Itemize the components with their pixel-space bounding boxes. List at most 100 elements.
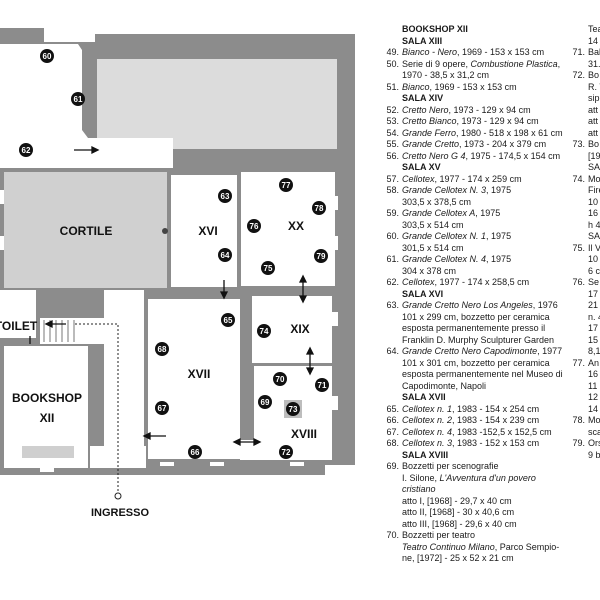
- list-item-text: sca: [588, 426, 600, 437]
- list-item-cropped: R. V: [568, 82, 600, 94]
- list-item-cropped: SA: [568, 162, 600, 174]
- list-item-number: [568, 59, 588, 71]
- marker-61[interactable]: 61: [71, 92, 85, 106]
- svg-text:76: 76: [250, 222, 259, 231]
- list-item-text: 16: [588, 208, 599, 218]
- marker-64[interactable]: 64: [218, 248, 232, 262]
- label-toilet: TOILET: [0, 319, 38, 333]
- list-item-number: [568, 151, 588, 163]
- list-item-text: R. V: [588, 81, 600, 92]
- marker-73[interactable]: 73: [284, 400, 302, 418]
- heading-sala-xiii: SALA XIII: [402, 35, 443, 46]
- list-item-text: SA: [588, 162, 600, 172]
- svg-text:62: 62: [22, 146, 31, 155]
- marker-62[interactable]: 62: [19, 143, 33, 157]
- list-item-number: 75.: [572, 242, 585, 253]
- marker-71[interactable]: 71: [315, 378, 329, 392]
- list-item-number: [568, 300, 588, 312]
- svg-text:63: 63: [221, 192, 230, 201]
- list-item-cropped: 75.Il V: [568, 243, 600, 255]
- marker-66[interactable]: 66: [188, 445, 202, 459]
- list-item-text: 31.: [588, 58, 600, 69]
- windows: [0, 160, 338, 472]
- list-item-cropped: att: [568, 128, 600, 140]
- list-item-number: 73.: [572, 139, 585, 149]
- heading-sala-xviii: SALA XVIII: [402, 449, 449, 460]
- list-item-68: 68.Cellotex n. 3, 1983 - 152 x 153 cm: [386, 438, 540, 448]
- marker-77[interactable]: 77: [279, 178, 293, 192]
- label-xvi: XVI: [198, 224, 217, 238]
- cortile-symbol: [162, 228, 168, 234]
- heading-sala-xvi: SALA XVI: [402, 288, 444, 299]
- marker-63[interactable]: 63: [218, 189, 232, 203]
- list-item-50: 50.Serie di 9 opere, Combustione Plastic…: [386, 58, 561, 81]
- list-item-text: att: [588, 104, 599, 115]
- marker-72[interactable]: 72: [279, 445, 293, 459]
- list-item-number: [568, 162, 588, 174]
- svg-text:68: 68: [158, 345, 167, 354]
- heading-bookshop: BOOKSHOP XII: [402, 24, 468, 34]
- list-item-cropped: 14: [568, 404, 600, 416]
- svg-text:79: 79: [317, 252, 326, 261]
- svg-text:70: 70: [276, 375, 285, 384]
- list-item-text: An: [588, 357, 600, 368]
- list-item-cropped: [19: [568, 151, 600, 163]
- svg-text:60: 60: [43, 52, 52, 61]
- list-item-cropped: SA: [568, 231, 600, 243]
- list-item-cropped: 9 b: [568, 450, 600, 462]
- list-item-54: 54.Grande Ferro, 1980 - 518 x 198 x 61 c…: [386, 127, 563, 138]
- list-item-text: 21: [588, 300, 599, 310]
- list-item-cropped: h 4: [568, 220, 600, 232]
- list-item-cropped: 10: [568, 197, 600, 209]
- list-item-cropped: att: [568, 116, 600, 128]
- list-item-number: [568, 185, 588, 197]
- list-item-cropped: sca: [568, 427, 600, 439]
- list-item-cropped: 16: [568, 208, 600, 220]
- marker-78[interactable]: 78: [312, 201, 326, 215]
- list-item-text: att: [588, 116, 599, 126]
- list-item-65: 65.Cellotex n. 1, 1983 - 154 x 254 cm: [386, 403, 540, 414]
- marker-75[interactable]: 75: [261, 261, 275, 275]
- list-item-55: 55.Grande Cretto, 1973 - 204 x 379 cm: [386, 139, 547, 149]
- list-item-cropped: 17: [568, 289, 600, 301]
- marker-69[interactable]: 69: [258, 395, 272, 409]
- marker-70[interactable]: 70: [273, 372, 287, 386]
- corridor-center: [104, 290, 144, 466]
- svg-text:78: 78: [315, 204, 324, 213]
- list-item-number: 79.: [572, 438, 585, 448]
- artwork-list-column-1: BOOKSHOP XII SALA XIII 49.Bianco - Nero,…: [382, 24, 587, 565]
- list-item-51: 51.Bianco, 1969 - 153 x 153 cm: [386, 81, 517, 92]
- list-item-text: 11: [588, 380, 598, 391]
- marker-79[interactable]: 79: [314, 249, 328, 263]
- list-item-cropped: n. 4: [568, 312, 600, 324]
- marker-68[interactable]: 68: [155, 342, 169, 356]
- list-item-number: [568, 392, 588, 404]
- label-bookshop-number: XII: [40, 411, 55, 425]
- list-item-number: [568, 312, 588, 324]
- list-item-cropped: Tea: [568, 24, 600, 36]
- marker-60[interactable]: 60: [40, 49, 54, 63]
- label-bookshop: BOOKSHOP: [12, 391, 82, 405]
- marker-74[interactable]: 74: [257, 324, 271, 338]
- list-item-cropped: 21: [568, 300, 600, 312]
- entrance-path: [75, 323, 119, 494]
- corridor-top: [0, 160, 173, 168]
- marker-67[interactable]: 67: [155, 401, 169, 415]
- courtyard: [4, 172, 167, 288]
- marker-76[interactable]: 76: [247, 219, 261, 233]
- list-item-text: Il V: [588, 242, 600, 253]
- list-item-text: Se: [588, 277, 600, 287]
- list-item-number: [568, 289, 588, 301]
- list-item-cropped: 6 c: [568, 266, 600, 278]
- list-item-number: [568, 323, 588, 335]
- list-item-text: [19: [588, 150, 600, 161]
- svg-text:77: 77: [282, 181, 291, 190]
- svg-text:71: 71: [318, 381, 327, 390]
- list-item-number: 71.: [572, 47, 585, 57]
- list-item-text: n. 4: [588, 311, 600, 322]
- marker-65[interactable]: 65: [221, 313, 235, 327]
